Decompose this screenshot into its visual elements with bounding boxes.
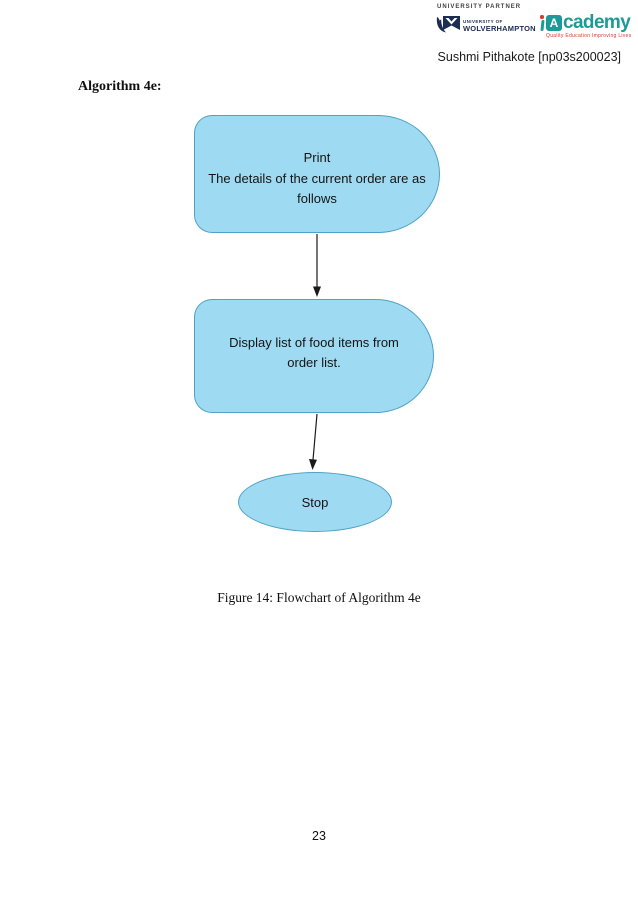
- node-text-line: Stop: [301, 494, 329, 510]
- academy-tagline: Quality Education Improving Lives: [546, 33, 632, 39]
- academy-i-icon: [539, 15, 545, 31]
- node-text-line: Display list of food items from: [229, 334, 399, 350]
- wolverhampton-logo-icon: [436, 16, 460, 33]
- academy-i-stem: [539, 20, 545, 31]
- node-text-line: order list.: [287, 355, 341, 370]
- wolverhampton-logo: UNIVERSITY OF WOLVERHAMPTON: [435, 15, 536, 37]
- uow-wolverhampton-label: WOLVERHAMPTON: [463, 24, 536, 33]
- university-partner-label: UNIVERSITY PARTNER: [437, 4, 522, 10]
- author-name: Sushmi Pithakote [np03s200023]: [437, 50, 621, 64]
- academy-wordmark: A cademy: [539, 11, 632, 33]
- algorithm-heading: Algorithm 4e:: [78, 79, 162, 94]
- academy-i-dot: [540, 15, 544, 19]
- figure-caption: Figure 14: Flowchart of Algorithm 4e: [217, 590, 421, 605]
- arrow-print-to-display: [313, 234, 321, 297]
- node-text-line: follows: [297, 191, 337, 207]
- academy-logo: A cademy Quality Education Improving Liv…: [539, 11, 632, 39]
- node-text-line: Print: [303, 150, 331, 166]
- uow-university-of-label: UNIVERSITY OF: [463, 18, 503, 24]
- page-number: 23: [312, 829, 326, 843]
- flowchart-node-stop: Stop: [238, 472, 392, 532]
- arrow-display-to-stop: [309, 413, 318, 470]
- wolverhampton-logo-text: UNIVERSITY OF WOLVERHAMPTON: [463, 18, 536, 33]
- academy-a-badge: A: [546, 15, 562, 31]
- academy-wordmark-text: cademy: [563, 12, 631, 33]
- node-text-line: The details of the current order are as: [208, 170, 426, 186]
- flowchart-node-display: Display list of food items from order li…: [194, 299, 434, 413]
- flowchart-node-print: Print The details of the current order a…: [194, 115, 440, 233]
